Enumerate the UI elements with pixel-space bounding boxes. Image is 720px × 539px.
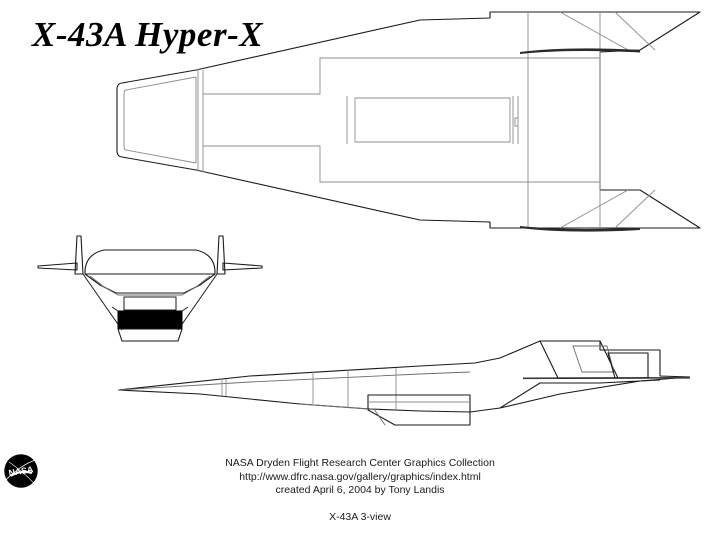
top-view-center-bay — [354, 97, 511, 143]
top-view-bay-notch — [514, 117, 518, 127]
side-view-forebody-line — [117, 371, 471, 391]
side-view-lower-contour — [117, 376, 691, 413]
top-view-wing-root-upper — [520, 48, 640, 54]
top-view-wing-panel-lower-2 — [614, 189, 656, 229]
front-view-fuselage — [84, 249, 216, 275]
nasa-logo-wordmark: NASA — [8, 464, 35, 478]
side-view-tail-box — [607, 352, 649, 379]
front-view-inlet-side-left — [111, 306, 119, 312]
side-view-rudder-panel — [572, 345, 615, 373]
nasa-logo-chevron — [10, 470, 33, 477]
front-view-horizontal-stab-right — [222, 262, 263, 271]
top-view-body-line-upper — [203, 57, 600, 95]
front-view-strut-left — [82, 273, 123, 331]
figure-caption: X-43A 3-view — [329, 511, 391, 523]
front-view-lower-body — [84, 273, 216, 294]
top-view-body-line-lower — [203, 145, 600, 183]
credit-block: NASA Dryden Flight Research Center Graph… — [0, 457, 720, 498]
side-view — [117, 340, 691, 426]
top-view-wing-panel-lower-1 — [559, 189, 629, 229]
front-view-vertical-tail-left — [74, 235, 84, 275]
nasa-meatball-logo: NASA — [4, 454, 38, 488]
front-view-inlet-upper-band — [123, 296, 177, 311]
side-view-wing-plane — [523, 377, 690, 380]
credit-line-author: created April 6, 2004 by Tony Landis — [275, 484, 445, 496]
side-view-wing-shadow — [499, 379, 661, 409]
side-view-nacelle-ramp — [373, 408, 386, 426]
side-view-vertical-tail — [539, 340, 619, 379]
front-view-horizontal-stab-left — [37, 262, 78, 271]
front-view-inlet-side-right — [181, 306, 189, 312]
front-view — [37, 235, 263, 342]
front-view-strut-right — [177, 273, 218, 331]
top-view-wing-panel-upper-1 — [559, 11, 629, 51]
front-view-vertical-tail-right — [216, 235, 226, 275]
nasa-logo-orbit — [6, 459, 37, 480]
side-view-upper-contour — [117, 340, 691, 391]
credit-line-collection: NASA Dryden Flight Research Center Graph… — [225, 457, 495, 469]
side-view-engine-nacelle — [367, 394, 471, 426]
front-view-inlet-base — [117, 328, 183, 342]
front-view-lower-body-inner — [89, 275, 211, 296]
top-view-wing-root-lower — [520, 226, 640, 232]
page-title: X-43A Hyper-X — [32, 15, 264, 54]
credit-line-url: http://www.dfrc.nasa.gov/gallery/graphic… — [239, 470, 481, 483]
top-view-wing-panel-upper-2 — [614, 11, 656, 51]
side-view-cowl-underline — [299, 403, 369, 410]
top-view-nose-panel — [123, 76, 197, 164]
front-view-inlet-aperture — [117, 310, 183, 330]
